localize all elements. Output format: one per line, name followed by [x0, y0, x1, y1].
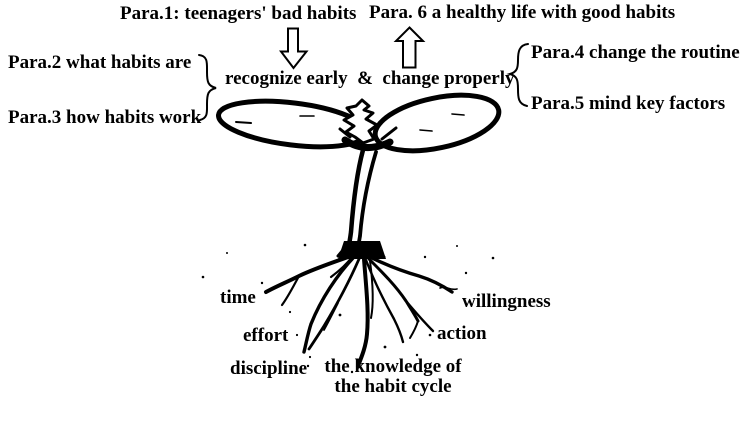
ink-specks [201, 243, 495, 374]
label-para3: Para.3 how habits work [8, 107, 202, 128]
label-para5: Para.5 mind key factors [531, 93, 726, 114]
label-root-time: time [220, 287, 256, 308]
left-brace [198, 54, 217, 121]
label-theme: recognize early & change properly [225, 68, 515, 89]
down-arrow-icon [278, 27, 309, 70]
label-para4: Para.4 change the routine [531, 42, 740, 63]
up-arrow-icon [393, 26, 426, 69]
label-root-discipline: discipline [230, 358, 308, 379]
label-root-willingness: willingness [462, 291, 551, 312]
label-root-knowledge-line2: the habit cycle [334, 376, 452, 397]
label-para1: Para.1: teenagers' bad habits [120, 3, 357, 24]
label-root-knowledge: the knowledge of the habit cycle [322, 357, 464, 397]
seedling-drawing [216, 92, 502, 253]
roots-drawing [201, 241, 495, 374]
label-para2: Para.2 what habits are [8, 52, 192, 73]
label-root-knowledge-line1: the knowledge of [324, 356, 462, 377]
label-root-action: action [437, 323, 487, 344]
label-para6: Para. 6 a healthy life with good habits [369, 2, 676, 23]
label-root-effort: effort [243, 325, 289, 346]
right-brace [506, 43, 529, 107]
